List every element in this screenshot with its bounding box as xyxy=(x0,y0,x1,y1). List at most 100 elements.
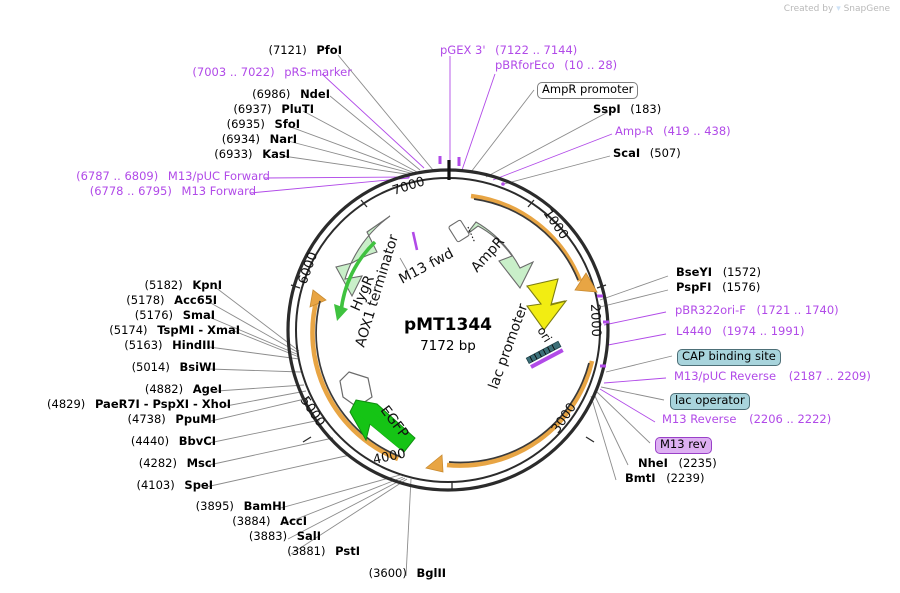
label-smai[interactable]: (5176) SmaI xyxy=(135,309,215,322)
site-position: (4882) xyxy=(144,382,184,396)
label-ori: ori xyxy=(534,324,554,345)
tick-4000: 4000 xyxy=(372,446,407,468)
label-l4440[interactable]: L4440 (1974 .. 1991) xyxy=(676,325,804,338)
coordinate-ticks xyxy=(290,199,607,491)
site-name: PstI xyxy=(335,544,360,558)
label-pbr322ori-f[interactable]: pBR322ori-F (1721 .. 1740) xyxy=(675,303,839,317)
label-ampr-promoter[interactable]: AmpR promoter xyxy=(537,80,639,99)
feature-range: (1721 .. 1740) xyxy=(756,303,839,317)
site-name: BsiWI xyxy=(179,360,216,374)
label-m13-forward[interactable]: (6778 .. 6795) M13 Forward xyxy=(89,184,256,198)
label-pluti[interactable]: (6937) PluTI xyxy=(233,102,314,116)
feature-ampr xyxy=(448,219,535,290)
site-name: AccI xyxy=(280,514,307,528)
label-pfoi[interactable]: (7121) PfoI xyxy=(268,44,342,57)
label-nari[interactable]: (6934) NarI xyxy=(222,132,297,146)
label-bsiwi[interactable]: (5014) BsiWI xyxy=(132,360,216,374)
label-lac-promoter: lac promoter xyxy=(486,301,532,391)
orf-arrowheads xyxy=(309,272,598,473)
feature-name: M13/pUC Reverse xyxy=(674,369,777,383)
tick-2000: 2000 xyxy=(587,304,603,338)
tick-6000: 6000 xyxy=(296,250,321,286)
orf-direction-arcs xyxy=(310,193,595,468)
site-name: Acc65I xyxy=(174,293,217,307)
feature-range: (2206 .. 2222) xyxy=(749,412,832,426)
label-paer7i-pspxi-xhoi[interactable]: (4829) PaeR7I - PspXI - XhoI xyxy=(47,398,231,411)
feature-range: (7003 .. 7022) xyxy=(192,65,275,79)
snapgene-logo-icon: ▾ xyxy=(836,4,841,14)
label-lac-operator[interactable]: lac operator xyxy=(670,391,750,410)
label-msci[interactable]: (4282) MscI xyxy=(138,456,216,470)
feature-range: (7122 .. 7144) xyxy=(495,43,578,57)
site-name: KasI xyxy=(262,147,290,161)
label-ppumi[interactable]: (4738) PpuMI xyxy=(128,413,216,426)
site-position: (3883) xyxy=(248,529,288,543)
label-kasi[interactable]: (6933) KasI xyxy=(214,147,290,161)
plasmid-size: 7172 bp xyxy=(420,338,476,354)
badge-text: CAP binding site xyxy=(677,349,781,366)
site-position: (5178) xyxy=(126,293,165,307)
label-pspfi[interactable]: PspFI (1576) xyxy=(676,281,760,294)
leader-lines-left xyxy=(205,286,412,577)
site-position: (5163) xyxy=(124,338,163,352)
label-nhei[interactable]: NheI (2235) xyxy=(638,457,717,470)
label-bbvci[interactable]: (4440) BbvCI xyxy=(131,434,216,448)
site-name: TspMI - XmaI xyxy=(157,323,240,337)
site-name: ScaI xyxy=(613,146,641,160)
site-name: NarI xyxy=(269,132,297,146)
label-pbrforeco[interactable]: pBRforEco (10 .. 28) xyxy=(495,58,618,72)
label-bamhi[interactable]: (3895) BamHI xyxy=(195,499,286,513)
label-sali[interactable]: (3883) SalI xyxy=(248,529,321,543)
orf-arcs-dark-outline xyxy=(315,198,590,464)
badge-text: M13 rev xyxy=(655,437,712,454)
label-sfoi[interactable]: (6935) SfoI xyxy=(227,118,300,131)
feature-range: (10 .. 28) xyxy=(564,58,618,72)
site-position: (4282) xyxy=(138,456,177,470)
label-bmti[interactable]: BmtI (2239) xyxy=(625,471,704,485)
leader-lines-right xyxy=(590,275,673,481)
label-sspi[interactable]: SspI (183) xyxy=(593,103,661,116)
leader-lines-top-right xyxy=(449,56,613,185)
label-m13-puc-reverse[interactable]: M13/pUC Reverse (2187 .. 2209) xyxy=(674,369,871,383)
label-bseyi[interactable]: BseYI (1572) xyxy=(676,266,761,279)
label-pgex-3prime[interactable]: pGEX 3' (7122 .. 7144) xyxy=(440,43,578,57)
site-name: BamHI xyxy=(243,499,286,513)
site-name: BmtI xyxy=(625,471,656,485)
label-hindiii[interactable]: (5163) HindIII xyxy=(124,338,215,352)
label-prs-marker[interactable]: (7003 .. 7022) pRS-marker xyxy=(192,65,352,79)
site-position: (3895) xyxy=(195,499,234,513)
label-bglii[interactable]: (3600) BglII xyxy=(369,567,446,580)
badge-text: lac operator xyxy=(670,393,750,410)
watermark-prefix: Created by xyxy=(783,4,834,14)
site-name: BbvCI xyxy=(178,434,216,448)
site-name: KpnI xyxy=(192,278,222,292)
label-acci[interactable]: (3884) AccI xyxy=(232,514,307,528)
tick-3000: 3000 xyxy=(549,400,580,436)
label-spei[interactable]: (4103) SpeI xyxy=(137,478,214,492)
site-name: MscI xyxy=(186,456,216,470)
site-position: (6937) xyxy=(233,102,272,116)
label-psti[interactable]: (3881) PstI xyxy=(287,544,360,558)
backbone-feature-ticks xyxy=(438,156,609,368)
feature-hygr xyxy=(334,215,391,321)
site-name: NdeI xyxy=(300,87,330,101)
label-scai[interactable]: ScaI (507) xyxy=(613,146,681,160)
label-kpni[interactable]: (5182) KpnI xyxy=(144,278,222,292)
label-ndei[interactable]: (6986) NdeI xyxy=(252,87,330,101)
site-name: SpeI xyxy=(184,478,213,492)
label-amp-r[interactable]: Amp-R (419 .. 438) xyxy=(615,124,731,138)
feature-range: (419 .. 438) xyxy=(663,124,731,138)
label-agei[interactable]: (4882) AgeI xyxy=(144,382,222,396)
label-m13-rev[interactable]: M13 rev xyxy=(655,435,712,454)
feature-egfp xyxy=(349,399,416,453)
site-name: PluTI xyxy=(281,102,314,116)
label-acc65i[interactable]: (5178) Acc65I xyxy=(126,293,217,307)
label-cap-binding-site[interactable]: CAP binding site xyxy=(677,347,781,366)
site-name: HindIII xyxy=(172,338,215,352)
label-m13-reverse[interactable]: M13 Reverse (2206 .. 2222) xyxy=(662,412,832,426)
label-m13-puc-forward[interactable]: (6787 .. 6809) M13/pUC Forward xyxy=(76,170,270,183)
label-tspmi-xmai[interactable]: (5174) TspMI - XmaI xyxy=(109,323,240,337)
feature-range: (6778 .. 6795) xyxy=(89,184,172,198)
feature-range: (2187 .. 2209) xyxy=(788,369,871,383)
site-position: (6986) xyxy=(252,87,291,101)
